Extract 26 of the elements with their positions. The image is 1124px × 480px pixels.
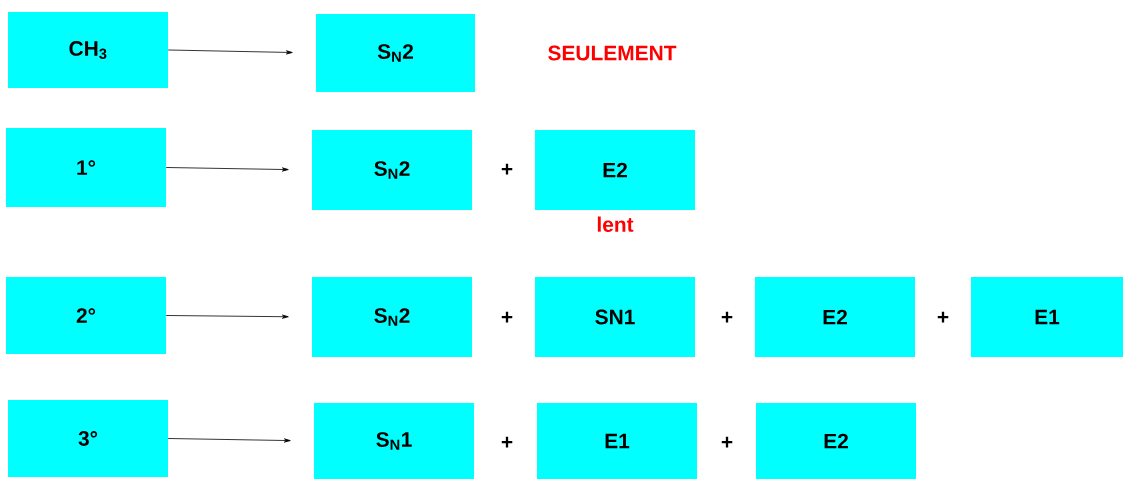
plus-sign: + — [501, 311, 513, 323]
note-text: lent — [597, 216, 634, 232]
mechanism-box: S$_{N}$2 — [312, 277, 472, 357]
mechanism-box: S$_{N}$2 — [312, 130, 472, 210]
mechanism-box: E1 — [537, 403, 697, 479]
mechanism-box: S$_{N}$2 — [316, 14, 475, 92]
mechanism-box: 2° — [6, 277, 166, 354]
arrow — [165, 314, 289, 319]
mechanism-box: E2 — [756, 403, 916, 479]
mechanism-box: E2 — [755, 277, 915, 357]
mechanism-box: E2 — [535, 130, 695, 210]
note-text: SEULEMENT — [548, 45, 677, 61]
plus-sign: + — [721, 311, 733, 323]
arrow — [167, 438, 291, 443]
plus-sign: + — [501, 436, 513, 448]
mechanism-box: 1° — [6, 128, 166, 207]
mechanism-box: E1 — [971, 277, 1123, 357]
arrow — [167, 49, 293, 55]
arrow — [165, 167, 289, 172]
plus-sign: + — [937, 311, 949, 323]
mechanism-box: S$_{N}$1 — [314, 403, 474, 479]
plus-sign: + — [501, 163, 513, 175]
mechanism-box: 3° — [8, 400, 168, 477]
plus-sign: + — [721, 436, 733, 448]
mechanism-box: CH$_{3}$ — [8, 12, 168, 88]
mechanism-box: SN1 — [535, 277, 695, 357]
